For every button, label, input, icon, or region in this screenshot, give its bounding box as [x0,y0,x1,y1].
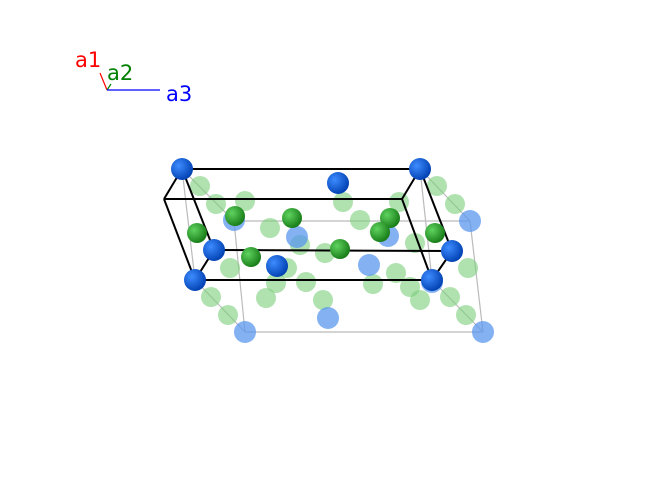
blue-atom [327,172,349,194]
green-atom [370,222,390,242]
faded-green-atom [266,273,286,293]
faded-green-atom [201,287,221,307]
faded-green-atom [235,191,255,211]
unit-cell-edge [181,168,215,251]
faded-blue-atom [317,307,339,329]
a1-label: a1 [75,48,101,72]
supercell-edge [181,168,235,222]
blue-atom [266,255,288,277]
faded-blue-atom [472,321,494,343]
faded-green-atom [260,218,280,238]
unit-cell-edge [401,198,433,281]
green-atom [425,223,445,243]
supercell-edge [194,279,246,333]
supercell-edge [233,220,246,333]
faded-green-atom [350,210,370,230]
supercell-edge [181,168,196,281]
faded-green-atom [427,176,447,196]
faded-green-atom [206,194,226,214]
green-atom [225,206,245,226]
faded-blue-atom [358,254,380,276]
faded-green-atom [315,243,335,263]
faded-blue-atom [234,321,256,343]
faded-green-atom [256,288,276,308]
unit-cell-edge [163,198,196,281]
axis-indicator: a1 a2 a3 [75,48,192,106]
faded-green-atom [400,277,420,297]
supercell-edge [469,220,484,333]
faded-green-atom [440,287,460,307]
faded-green-atom [445,194,465,214]
green-atom [330,239,350,259]
faded-blue-atom [286,226,308,248]
faded-green-atom [458,258,478,278]
green-atom [187,223,207,243]
supercell-outline [181,168,484,333]
a3-label: a3 [166,82,192,106]
faded-green-atom [363,274,383,294]
faded-green-atom [218,305,238,325]
blue-atom [441,240,463,262]
faded-blue-atom [459,210,481,232]
a2-axis-line [106,83,112,91]
faded-green-atom [456,305,476,325]
supercell-edge [419,168,433,281]
green-atom [380,208,400,228]
blue-atom [184,269,206,291]
faded-green-atom [296,272,316,292]
blue-atom [409,158,431,180]
faded-green-atom [313,290,333,310]
blue-atom [421,269,443,291]
a1-axis-line [99,72,108,91]
green-atom [241,247,261,267]
faded-green-atom [386,263,406,283]
blue-atom [203,239,225,261]
a2-label: a2 [107,61,133,85]
unit-cell-edge [419,168,453,252]
blue-atom [171,158,193,180]
unit-cell-atoms [171,158,463,291]
green-atom [282,208,302,228]
faded-green-atom [220,258,240,278]
supercell-edge [419,168,471,222]
faded-green-atom [190,176,210,196]
faded-green-atom [333,192,353,212]
